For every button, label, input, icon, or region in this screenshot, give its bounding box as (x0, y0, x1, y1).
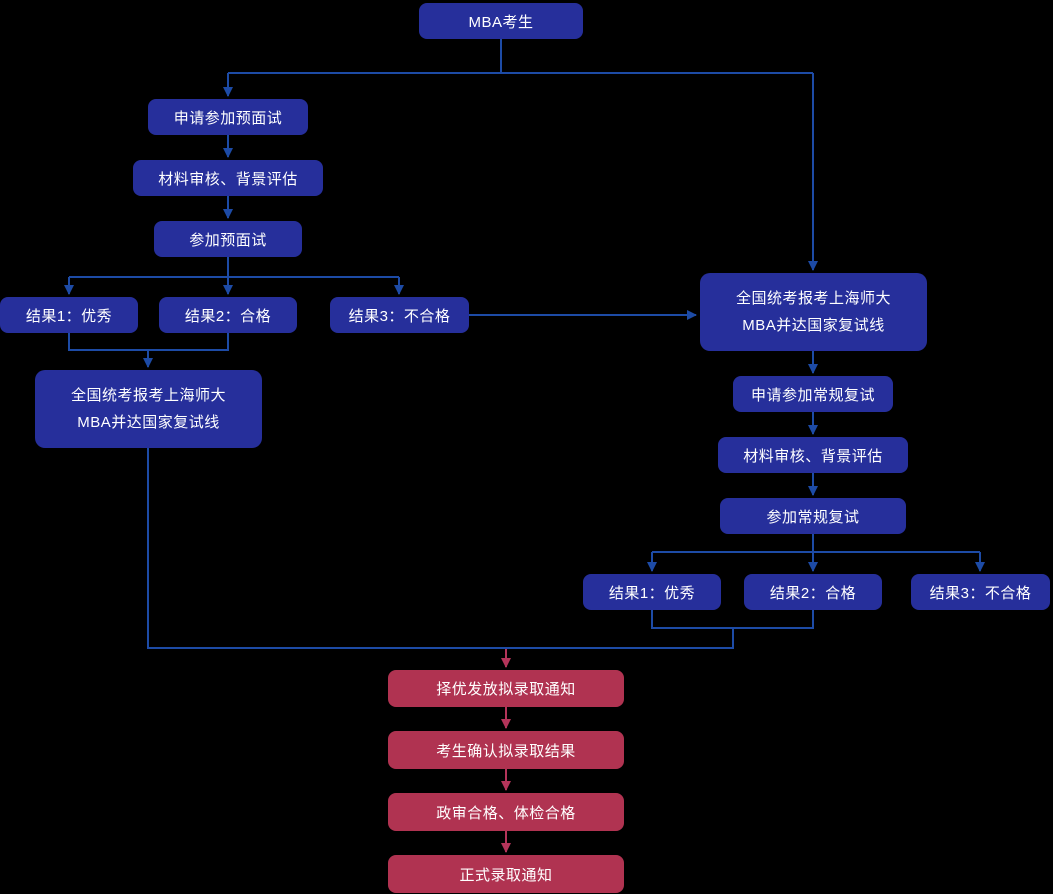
node-formal-admission: 正式录取通知 (388, 855, 624, 893)
node-national-exam-right-line1: 全国统考报考上海师大 (735, 290, 891, 307)
node-mba-candidate: MBA考生 (419, 3, 583, 39)
node-pre-result-3: 结果3：不合格 (330, 297, 469, 333)
edge-retest-merge (651, 610, 814, 649)
edge-pre-merge (68, 333, 229, 351)
node-material-review-pre: 材料审核、背景评估 (133, 160, 323, 196)
node-pre-result-2: 结果2：合格 (159, 297, 297, 333)
edge-merge-rail (147, 448, 733, 649)
node-retest-result-1: 结果1：优秀 (583, 574, 721, 610)
edge-trunk (228, 39, 813, 74)
node-attend-regular-retest: 参加常规复试 (720, 498, 906, 534)
node-apply-regular-retest: 申请参加常规复试 (733, 376, 893, 412)
node-material-review-retest: 材料审核、背景评估 (718, 437, 908, 473)
node-national-exam-right: 全国统考报考上海师大 MBA并达国家复试线 (700, 273, 927, 351)
node-national-exam-left-line2: MBA并达国家复试线 (77, 414, 220, 431)
node-pre-result-1: 结果1：优秀 (0, 297, 138, 333)
node-national-exam-left: 全国统考报考上海师大 MBA并达国家复试线 (35, 370, 262, 448)
node-retest-result-3: 结果3：不合格 (911, 574, 1050, 610)
node-retest-result-2: 结果2：合格 (744, 574, 882, 610)
node-checks-pass: 政审合格、体检合格 (388, 793, 624, 831)
node-confirm-offer: 考生确认拟录取结果 (388, 731, 624, 769)
edge-retest-split (652, 534, 980, 553)
node-apply-pre-interview: 申请参加预面试 (148, 99, 308, 135)
node-attend-pre-interview: 参加预面试 (154, 221, 302, 257)
node-offer-notice: 择优发放拟录取通知 (388, 670, 624, 707)
node-national-exam-right-line2: MBA并达国家复试线 (742, 317, 885, 334)
edge-pre-split (69, 257, 399, 278)
node-national-exam-left-line1: 全国统考报考上海师大 (70, 387, 226, 404)
